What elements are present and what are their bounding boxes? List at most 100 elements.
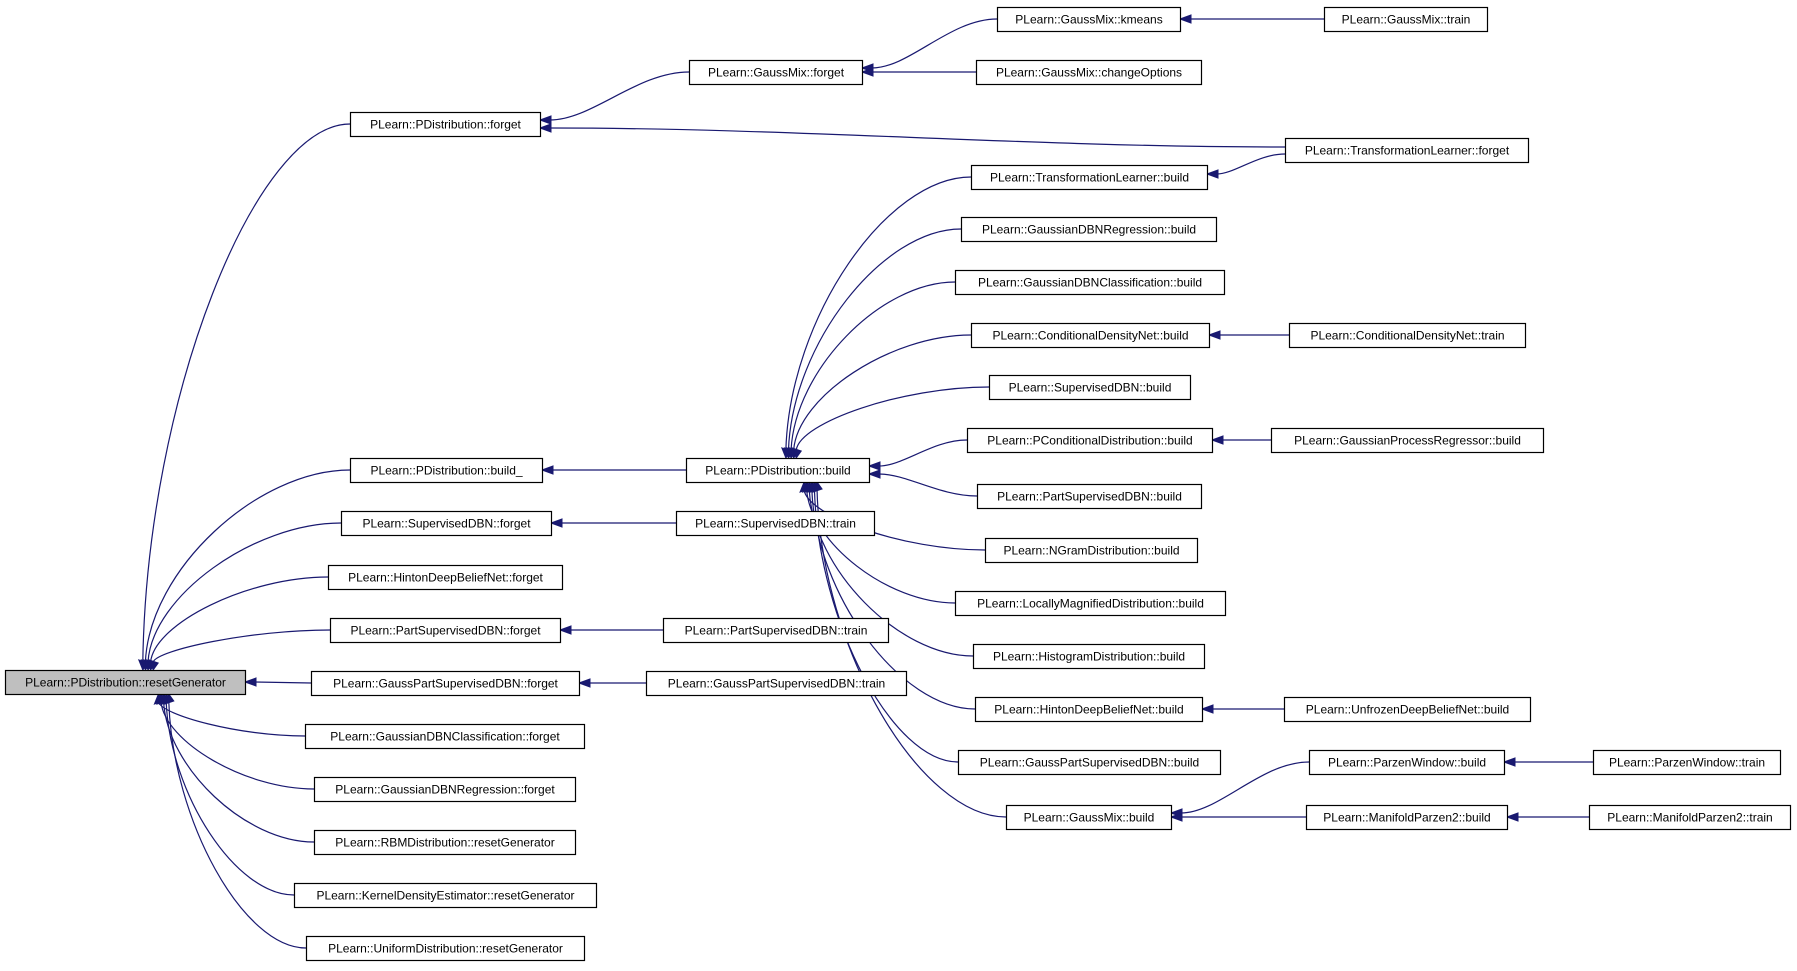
- node-pd-build-[interactable]: PLearn::PDistribution::build_: [349, 457, 544, 484]
- node-ngram-build[interactable]: PLearn::NGramDistribution::build: [984, 537, 1199, 564]
- node-gpsdbn-build[interactable]: PLearn::GaussPartSupervisedDBN::build: [957, 749, 1222, 776]
- node-cdn-train[interactable]: PLearn::ConditionalDensityNet::train: [1288, 322, 1527, 349]
- node-pd-build[interactable]: PLearn::PDistribution::build: [685, 457, 871, 484]
- node-box: [313, 829, 577, 856]
- node-hdbn-forget[interactable]: PLearn::HintonDeepBeliefNet::forget: [327, 564, 564, 591]
- node-label: PLearn::GaussMix::train: [1342, 13, 1471, 27]
- node-psdbn-train[interactable]: PLearn::PartSupervisedDBN::train: [662, 617, 890, 644]
- node-label: PLearn::PartSupervisedDBN::train: [685, 624, 868, 638]
- node-label: PLearn::GaussianDBNRegression::forget: [335, 783, 555, 797]
- node-gdbnc-forget[interactable]: PLearn::GaussianDBNClassification::forge…: [304, 723, 586, 750]
- node-box: [304, 723, 586, 750]
- arrow-head-gm_kmeans: [1178, 14, 1192, 24]
- node-label: PLearn::KernelDensityEstimator::resetGen…: [316, 889, 574, 903]
- edge-pw_build-to-gm_build: [1180, 761, 1310, 814]
- node-label: PLearn::GaussianDBNClassification::build: [978, 276, 1202, 290]
- node-box: [975, 59, 1203, 86]
- arrow-head-sdbn_forget: [549, 518, 563, 528]
- node-label: PLearn::LocallyMagnifiedDistribution::bu…: [977, 597, 1204, 611]
- node-lmd-build[interactable]: PLearn::LocallyMagnifiedDistribution::bu…: [954, 590, 1227, 617]
- edge-psdbn_forget-to-root: [152, 629, 331, 663]
- edge-gdbnc_forget-to-root: [157, 701, 306, 737]
- node-gdbnc-build[interactable]: PLearn::GaussianDBNClassification::build: [954, 269, 1226, 296]
- node-hist-build[interactable]: PLearn::HistogramDistribution::build: [972, 643, 1206, 670]
- node-sdbn-train[interactable]: PLearn::SupervisedDBN::train: [675, 510, 876, 537]
- edge-sdbn_forget-to-root: [147, 522, 342, 663]
- node-box: [4, 669, 247, 696]
- node-hdbn-build[interactable]: PLearn::HintonDeepBeliefNet::build: [974, 696, 1204, 723]
- node-label: PLearn::PartSupervisedDBN::forget: [350, 624, 541, 638]
- node-pw-build[interactable]: PLearn::ParzenWindow::build: [1308, 749, 1506, 776]
- arrow-head-gm_build: [1169, 812, 1183, 822]
- edge-gdbnr_forget-to-root: [160, 701, 315, 790]
- node-pw-train[interactable]: PLearn::ParzenWindow::train: [1592, 749, 1782, 776]
- node-label: PLearn::GaussPartSupervisedDBN::build: [980, 756, 1199, 770]
- edge-tl_forget-to-tl_build: [1216, 153, 1286, 175]
- node-mp2-train[interactable]: PLearn::ManifoldParzen2::train: [1588, 804, 1792, 831]
- node-gpsdbn-train[interactable]: PLearn::GaussPartSupervisedDBN::train: [645, 670, 908, 697]
- node-label: PLearn::TransformationLearner::build: [990, 171, 1189, 185]
- node-box: [954, 590, 1227, 617]
- edge-rbm_reset-to-root: [163, 701, 315, 843]
- arrow-head-psdbn_forget: [558, 625, 572, 635]
- node-label: PLearn::SupervisedDBN::train: [695, 517, 856, 531]
- node-gm-kmeans[interactable]: PLearn::GaussMix::kmeans: [996, 6, 1182, 33]
- node-box: [970, 164, 1209, 191]
- edge-pcd_build-to-pd_build: [878, 439, 968, 467]
- node-gm-train[interactable]: PLearn::GaussMix::train: [1323, 6, 1489, 33]
- node-udbn-build[interactable]: PLearn::UnfrozenDeepBeliefNet::build: [1283, 696, 1532, 723]
- node-label: PLearn::GaussianDBNRegression::build: [982, 223, 1196, 237]
- node-cdn-build[interactable]: PLearn::ConditionalDensityNet::build: [970, 322, 1211, 349]
- edge-cdn_build-to-pd_build: [793, 334, 972, 451]
- arrow-head-pd_forget: [538, 123, 552, 133]
- node-box: [996, 6, 1182, 33]
- node-pd-forget[interactable]: PLearn::PDistribution::forget: [349, 111, 542, 138]
- node-box: [1305, 804, 1509, 831]
- edge-ud_reset-to-root: [168, 701, 307, 949]
- node-rbm-reset[interactable]: PLearn::RBMDistribution::resetGenerator: [313, 829, 577, 856]
- node-gpsdbn-forget[interactable]: PLearn::GaussPartSupervisedDBN::forget: [310, 670, 581, 697]
- arrow-head-pcd_build: [1210, 435, 1224, 445]
- node-box: [340, 510, 553, 537]
- node-label: PLearn::ManifoldParzen2::build: [1323, 811, 1490, 825]
- node-gm-build[interactable]: PLearn::GaussMix::build: [1005, 804, 1173, 831]
- node-label: PLearn::PDistribution::build_: [370, 464, 522, 478]
- node-label: PLearn::GaussMix::forget: [708, 66, 845, 80]
- node-sdbn-forget[interactable]: PLearn::SupervisedDBN::forget: [340, 510, 553, 537]
- node-box: [305, 935, 586, 962]
- node-box: [988, 374, 1192, 401]
- node-tl-forget[interactable]: PLearn::TransformationLearner::forget: [1284, 137, 1530, 164]
- arrow-head-cdn_build: [1207, 330, 1221, 340]
- node-box: [974, 696, 1204, 723]
- edge-kde_reset-to-root: [165, 701, 295, 896]
- arrow-head-pw_build: [1502, 757, 1516, 767]
- arrow-head-root: [243, 677, 257, 687]
- node-box: [688, 59, 864, 86]
- node-box: [293, 882, 598, 909]
- node-gdbnr-forget[interactable]: PLearn::GaussianDBNRegression::forget: [313, 776, 577, 803]
- node-gm-forget[interactable]: PLearn::GaussMix::forget: [688, 59, 864, 86]
- node-root[interactable]: PLearn::PDistribution::resetGenerator: [4, 669, 247, 696]
- node-pcd-build[interactable]: PLearn::PConditionalDistribution::build: [966, 427, 1214, 454]
- node-sdbn-build[interactable]: PLearn::SupervisedDBN::build: [988, 374, 1192, 401]
- node-kde-reset[interactable]: PLearn::KernelDensityEstimator::resetGen…: [293, 882, 598, 909]
- node-box: [1288, 322, 1527, 349]
- node-psdbn-forget[interactable]: PLearn::PartSupervisedDBN::forget: [329, 617, 562, 644]
- node-psdbn-build[interactable]: PLearn::PartSupervisedDBN::build: [976, 483, 1203, 510]
- node-label: PLearn::UniformDistribution::resetGenera…: [328, 942, 563, 956]
- node-label: PLearn::HintonDeepBeliefNet::build: [994, 703, 1183, 717]
- node-ud-reset[interactable]: PLearn::UniformDistribution::resetGenera…: [305, 935, 586, 962]
- node-box: [976, 483, 1203, 510]
- node-gpr-build[interactable]: PLearn::GaussianProcessRegressor::build: [1270, 427, 1545, 454]
- node-label: PLearn::PDistribution::resetGenerator: [25, 676, 226, 690]
- node-box: [1323, 6, 1489, 33]
- node-gm-changeopt[interactable]: PLearn::GaussMix::changeOptions: [975, 59, 1203, 86]
- node-box: [984, 537, 1199, 564]
- node-gdbnr-build[interactable]: PLearn::GaussianDBNRegression::build: [960, 216, 1218, 243]
- node-label: PLearn::GaussMix::kmeans: [1015, 13, 1162, 27]
- node-tl-build[interactable]: PLearn::TransformationLearner::build: [970, 164, 1209, 191]
- node-mp2-build[interactable]: PLearn::ManifoldParzen2::build: [1305, 804, 1509, 831]
- node-label: PLearn::GaussPartSupervisedDBN::train: [668, 677, 885, 691]
- node-label: PLearn::TransformationLearner::forget: [1305, 144, 1510, 158]
- node-label: PLearn::GaussianProcessRegressor::build: [1294, 434, 1521, 448]
